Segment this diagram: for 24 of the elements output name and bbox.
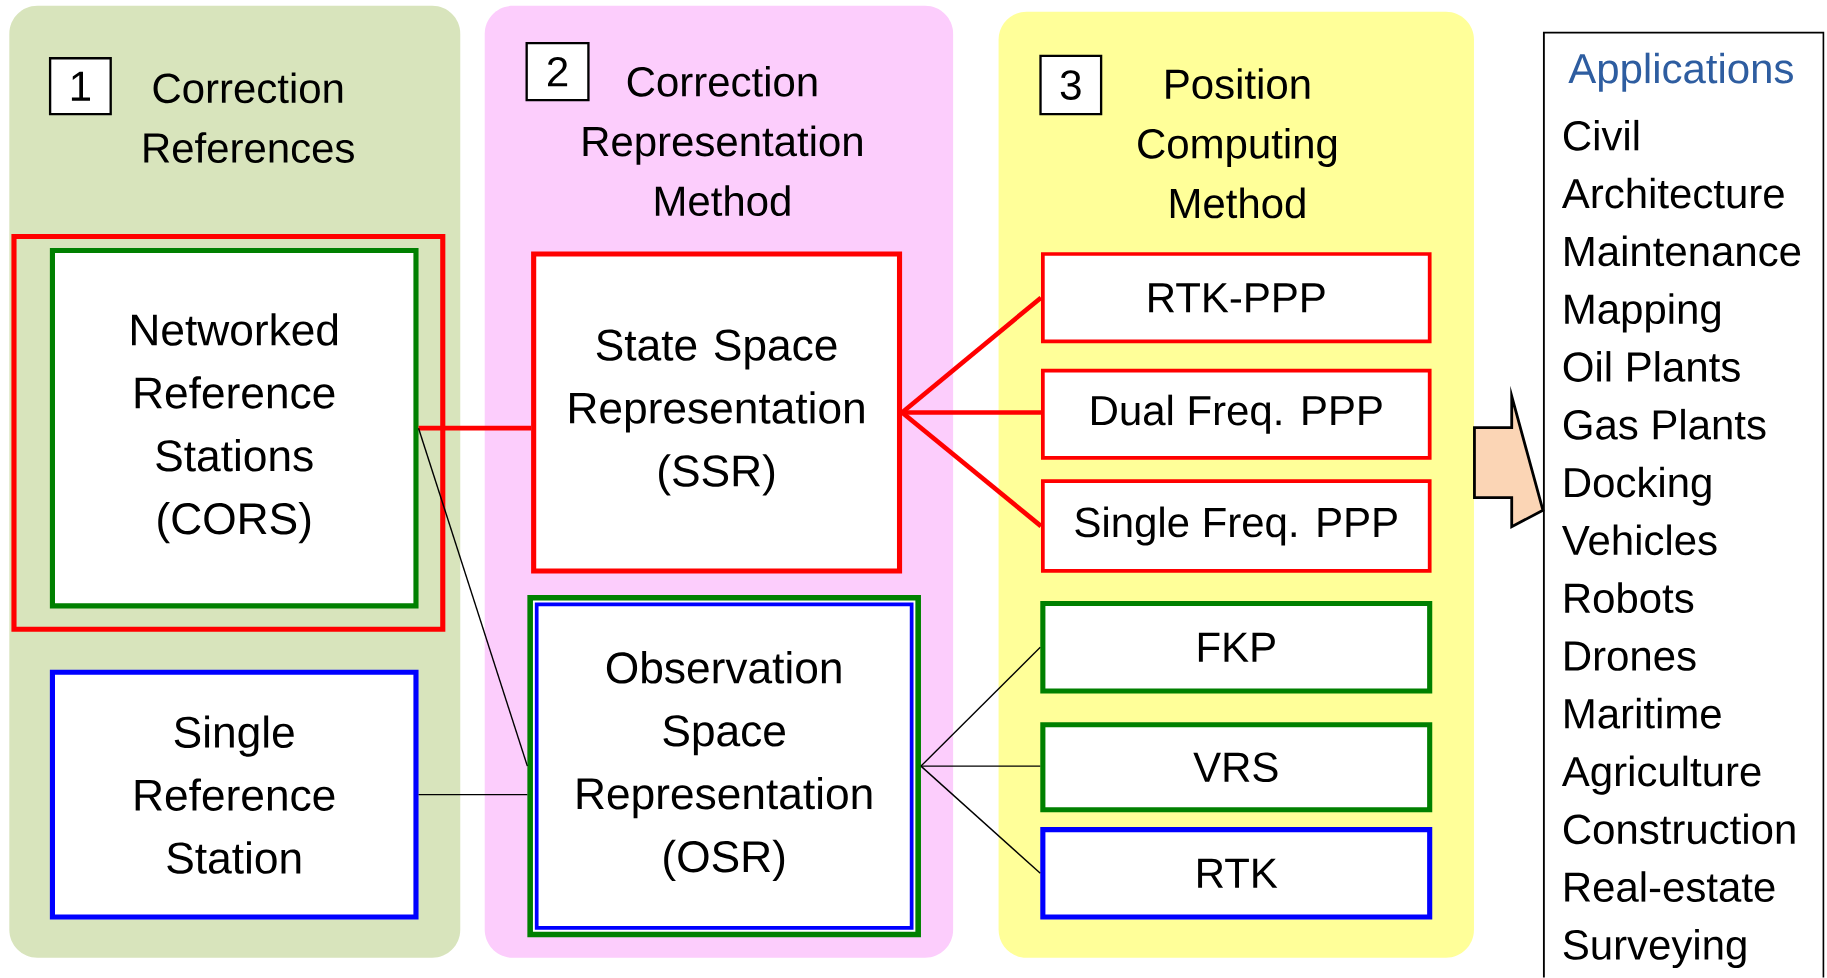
connector-line (900, 410, 1043, 529)
applications-list-box: Applications Civil Architecture Maintenance Mapping Oil Plants Gas Plants Docking Vehicles Robots Drones Maritime Agriculture Construction Real-estate Surveying (1542, 31, 1825, 978)
method-box: RTK-PPP (1041, 252, 1432, 344)
connector-line (900, 296, 1043, 415)
method-box: Single Reference Station (49, 669, 419, 920)
method-box: RTK (1040, 827, 1433, 920)
connector-line (417, 427, 529, 767)
connector-line (920, 765, 1041, 875)
method-box: Single Freq. PPP (1041, 479, 1432, 573)
group-outline (11, 234, 446, 632)
method-box: Dual Freq. PPP (1041, 368, 1432, 460)
connector-line (418, 426, 532, 431)
method-box: FKP (1040, 601, 1433, 694)
method-box: State Space Representation (SSR) (531, 251, 903, 574)
method-box: VRS (1040, 722, 1433, 813)
method-box: Networked Reference Stations (CORS) (49, 248, 419, 609)
step-number-box: 3 (1039, 54, 1103, 116)
connector-line (920, 765, 1041, 767)
step-number-box: 2 (525, 42, 590, 102)
method-box: Observation Space Representation (OSR) (527, 595, 921, 938)
step-number-box: 1 (48, 57, 112, 116)
connector-line (902, 410, 1041, 415)
connector-line (920, 646, 1041, 767)
connector-line (417, 794, 529, 796)
